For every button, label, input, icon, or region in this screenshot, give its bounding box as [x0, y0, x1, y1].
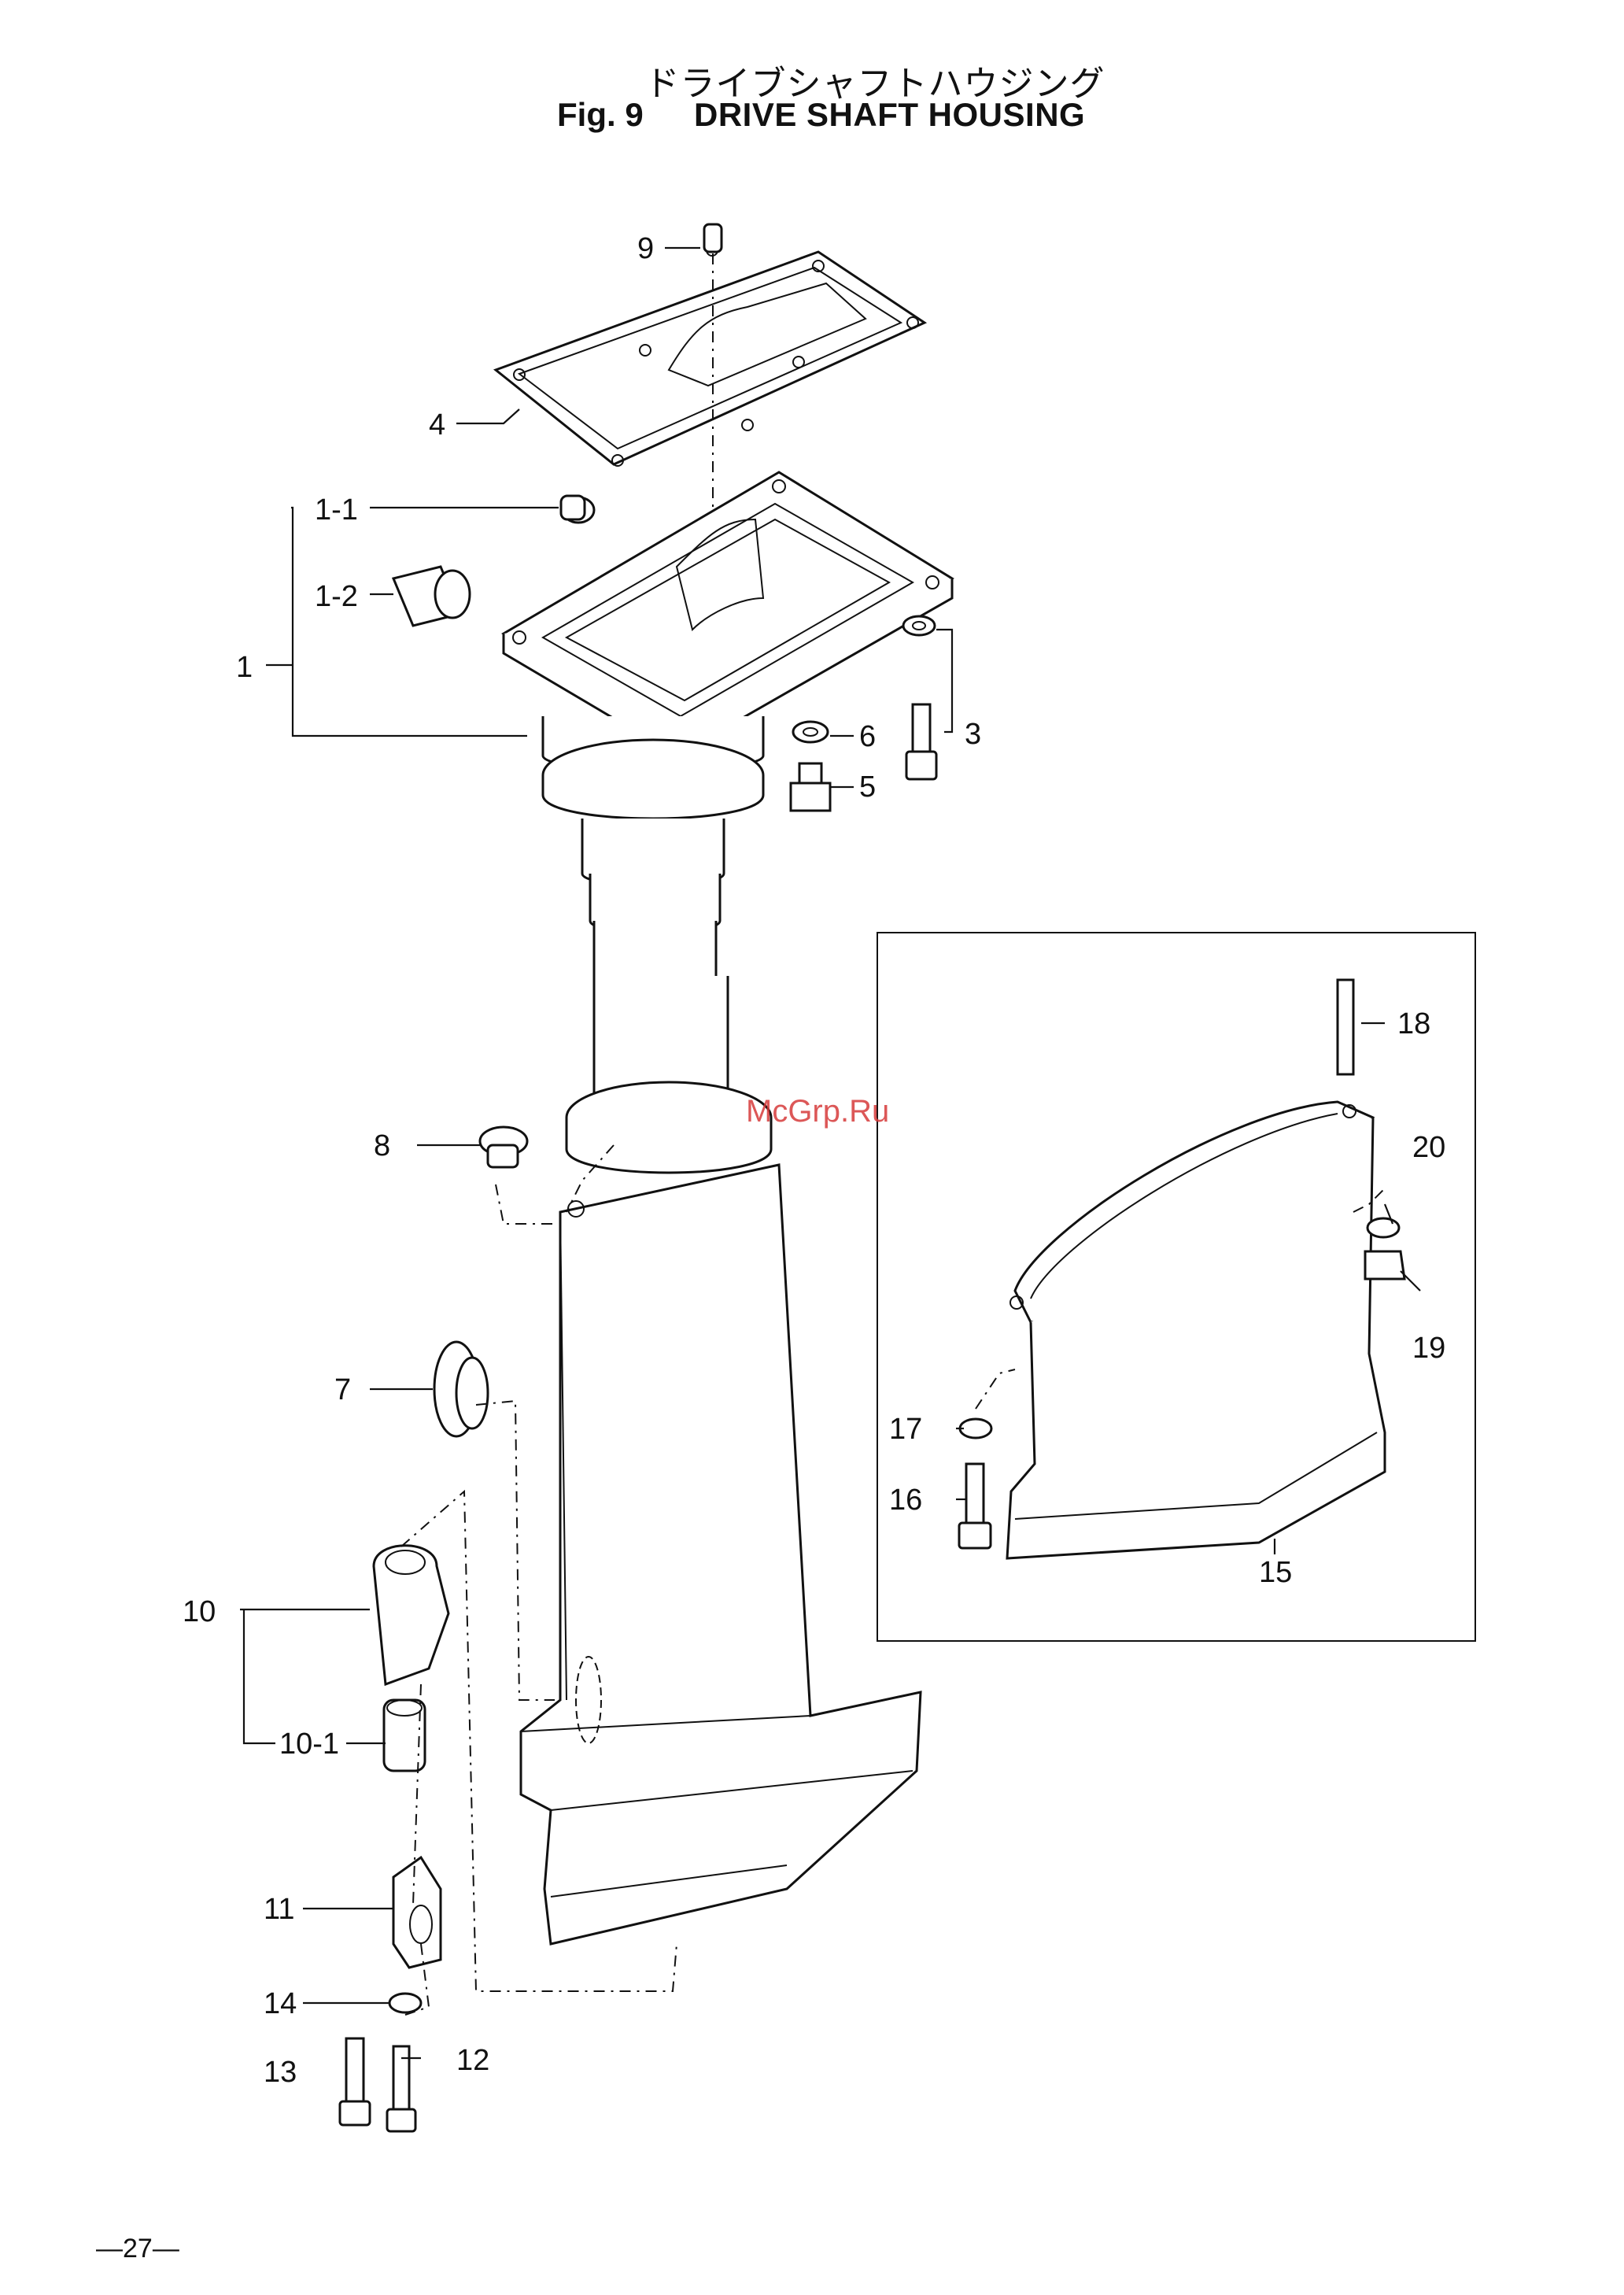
plate-part-11	[393, 1857, 441, 1968]
callout-1-1: 1-1	[315, 493, 358, 527]
grommet-part-7	[434, 1342, 488, 1436]
bolt-part-16	[959, 1464, 991, 1548]
nut-part-10-1	[384, 1700, 425, 1771]
bolt-part-13	[340, 2038, 370, 2125]
stud-part-18	[1338, 980, 1353, 1074]
holder-part-10	[374, 1546, 448, 1684]
upper-housing-part-1	[504, 472, 952, 1173]
washer-part-17	[960, 1419, 991, 1438]
washer-part-20	[1367, 1218, 1399, 1237]
callout-11: 11	[264, 1893, 294, 1926]
callout-4: 4	[429, 408, 445, 442]
callout-20: 20	[1412, 1131, 1445, 1164]
callout-16: 16	[889, 1484, 922, 1517]
callout-3: 3	[965, 718, 981, 751]
drive-shaft-housing-leg	[521, 1165, 921, 1944]
callout-5: 5	[859, 771, 876, 804]
watermark-text: McGrp.Ru	[746, 1094, 889, 1129]
callout-9: 9	[637, 232, 654, 265]
washer-part-6	[793, 722, 828, 742]
callout-19: 19	[1412, 1332, 1445, 1365]
sleeve-part-1-2	[393, 567, 470, 626]
plug-part-8	[480, 1127, 527, 1167]
callout-15: 15	[1259, 1556, 1292, 1589]
washer-part-3	[903, 616, 935, 635]
callout-1-2: 1-2	[315, 580, 358, 613]
callout-13: 13	[264, 2056, 297, 2089]
callout-8: 8	[374, 1129, 390, 1162]
callout-12: 12	[456, 2044, 489, 2077]
screw-part-5	[791, 763, 830, 811]
bolt-part-12	[387, 2046, 415, 2131]
plug-part-1-1	[561, 496, 594, 523]
page-number: —27—	[96, 2234, 179, 2264]
callout-18: 18	[1397, 1007, 1430, 1040]
callout-17: 17	[889, 1413, 922, 1446]
callout-1: 1	[236, 651, 253, 684]
bolt-part-3	[906, 704, 936, 779]
nut-part-19	[1365, 1251, 1404, 1279]
callout-7: 7	[334, 1373, 351, 1406]
anti-ventilation-plate-part-15	[1007, 1102, 1385, 1558]
callout-6: 6	[859, 720, 876, 753]
callout-10-1: 10-1	[279, 1728, 339, 1761]
callout-10: 10	[183, 1595, 216, 1628]
gasket-part-4	[496, 245, 925, 466]
callout-14: 14	[264, 1987, 297, 2020]
washer-part-14	[389, 1994, 421, 2012]
